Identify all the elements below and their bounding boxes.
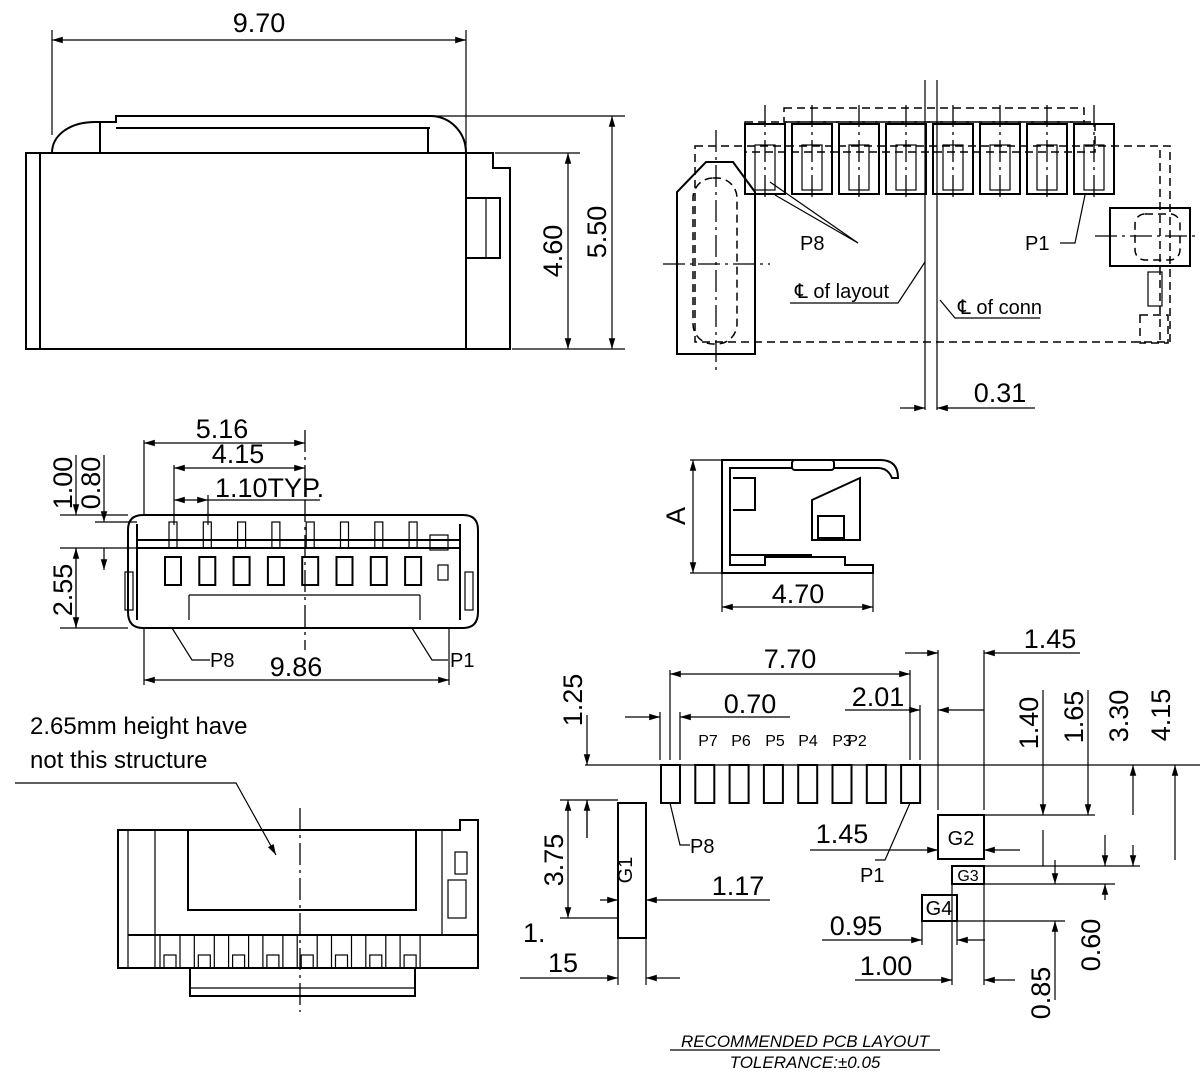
bottom-contact-tip: [334, 954, 349, 969]
dim-pitch: 1.10TYP.: [215, 473, 324, 503]
dim-986: 9.86: [270, 652, 323, 682]
signal-pad: [694, 764, 716, 804]
pcb-dim-375: 3.75: [539, 834, 569, 887]
pcb-dim-1-part-a: 1.: [523, 918, 546, 948]
pad-label-p5: P5: [765, 733, 785, 750]
front-contact-pin: [168, 521, 178, 549]
dim-516: 5.16: [196, 414, 249, 444]
pcb-dim-060: 0.60: [1076, 919, 1106, 972]
front-view: 5.16 4.15 1.10TYP. 1.00 0.80 2.55 9.86 P…: [48, 414, 479, 685]
note-line1: 2.65mm height have: [30, 713, 247, 740]
signal-pad: [831, 764, 853, 804]
bottom-contact: [365, 934, 387, 969]
bottom-contact-tip: [163, 954, 177, 969]
front-contact-window: [404, 556, 423, 586]
side-width-dim: 9.70: [233, 8, 286, 38]
pcb-dim-117: 1.17: [712, 871, 765, 901]
top-p1-label: P1: [1025, 233, 1049, 255]
bottom-contact-tip: [197, 954, 211, 969]
front-p8-label: P8: [210, 650, 234, 672]
pcb-dim-145a: 1.45: [1024, 624, 1077, 654]
dim-100: 1.00: [48, 457, 78, 510]
pcb-dim-140: 1.40: [1014, 697, 1044, 750]
offset-dim: 0.31: [974, 378, 1027, 408]
front-contact-window: [198, 556, 217, 586]
top-p8-label: P8: [800, 233, 824, 255]
bottom-view: 2.65mm height have not this structure: [15, 713, 479, 1012]
side-view: 9.70 4.60 5.50: [25, 8, 625, 350]
pcb-p8-label: P8: [690, 836, 714, 858]
front-contact-window: [335, 556, 354, 586]
pad-g4-label: G4: [926, 898, 953, 920]
pcb-dim-330: 3.30: [1104, 690, 1134, 743]
pcb-dim-125: 1.25: [558, 674, 588, 727]
side-height-460-dim: 4.60: [538, 225, 568, 278]
pcb-dim-095: 0.95: [830, 911, 883, 941]
bottom-contact: [330, 934, 353, 969]
front-contact-window: [301, 556, 320, 586]
pad-g2-label: G2: [948, 828, 975, 850]
dim-080: 0.80: [76, 457, 106, 510]
pcb-dim-201: 2.01: [852, 682, 905, 712]
pad-label-p7: P7: [698, 733, 718, 750]
pcb-p1-label: P1: [860, 865, 884, 887]
pcb-layout: P2 P3 P4 P5 P6 P7 G1 G2 G3 G4 7.70 1.45 …: [520, 624, 1200, 1072]
bottom-contact: [399, 934, 421, 969]
dim-255: 2.55: [48, 564, 78, 617]
pad-label-p2: P2: [847, 733, 867, 750]
pcb-dim-415: 4.15: [1146, 689, 1176, 742]
bottom-contact: [159, 934, 181, 969]
top-view: 0.31 P8 P1 ℄ of layout ℄ of conn: [663, 80, 1200, 412]
pad-label-p4: P4: [798, 733, 818, 750]
side-height-550-dim: 5.50: [582, 206, 612, 259]
signal-pad: [762, 764, 784, 804]
pcb-tolerance: TOLERANCE:±0.05: [730, 1053, 881, 1072]
bottom-contact-tip: [266, 954, 280, 969]
pcb-dim-100: 1.00: [860, 951, 913, 981]
front-contact-pin: [237, 521, 247, 549]
signal-pad: [900, 764, 922, 804]
front-contact-window: [266, 556, 285, 586]
front-p1-label: P1: [450, 650, 474, 672]
pcb-dim-1-part-b: 15: [548, 948, 578, 978]
bottom-contact-tip: [232, 954, 246, 969]
bottom-contact-tip: [369, 954, 383, 969]
pad-g1-label: G1: [615, 857, 637, 884]
front-contact-window: [369, 556, 388, 586]
front-contact-pin: [339, 521, 350, 549]
pcb-dim-145b: 1.45: [816, 819, 869, 849]
bottom-contact-tip: [300, 954, 314, 969]
note-line2: not this structure: [30, 747, 207, 774]
bottom-contact: [262, 934, 284, 969]
bottom-contact: [228, 934, 250, 969]
bottom-contact: [193, 934, 215, 969]
dim-415: 4.15: [212, 439, 265, 469]
dim-a: A: [661, 507, 691, 525]
pcb-dim-165: 1.65: [1059, 691, 1089, 744]
dim-470: 4.70: [772, 579, 825, 609]
section-view: A 4.70: [661, 459, 900, 612]
signal-pad: [660, 764, 681, 804]
pcb-dim-770: 7.70: [764, 644, 817, 674]
pcb-dim-085: 0.85: [1026, 967, 1056, 1020]
front-contact-pin: [271, 521, 281, 549]
front-contact-pin: [408, 521, 418, 549]
signal-pad: [865, 764, 887, 804]
pcb-caption: RECOMMENDED PCB LAYOUT: [681, 1032, 931, 1051]
pad-label-p6: P6: [731, 733, 751, 750]
pad-label-p3: P3: [832, 733, 852, 750]
signal-pad: [797, 764, 819, 804]
front-contact-pin: [374, 521, 384, 549]
front-contact-window: [164, 556, 182, 586]
cl-layout-label: ℄ of layout: [794, 281, 889, 303]
signal-pad: [728, 764, 750, 804]
pad-g3-label: G3: [957, 868, 978, 885]
front-contact-pin: [305, 521, 315, 549]
front-contact-window: [232, 556, 251, 586]
pcb-dim-070: 0.70: [724, 689, 777, 719]
bottom-contact-tip: [403, 954, 417, 969]
cl-conn-label: ℄ of conn: [957, 297, 1042, 319]
front-contact-pin: [202, 521, 212, 549]
